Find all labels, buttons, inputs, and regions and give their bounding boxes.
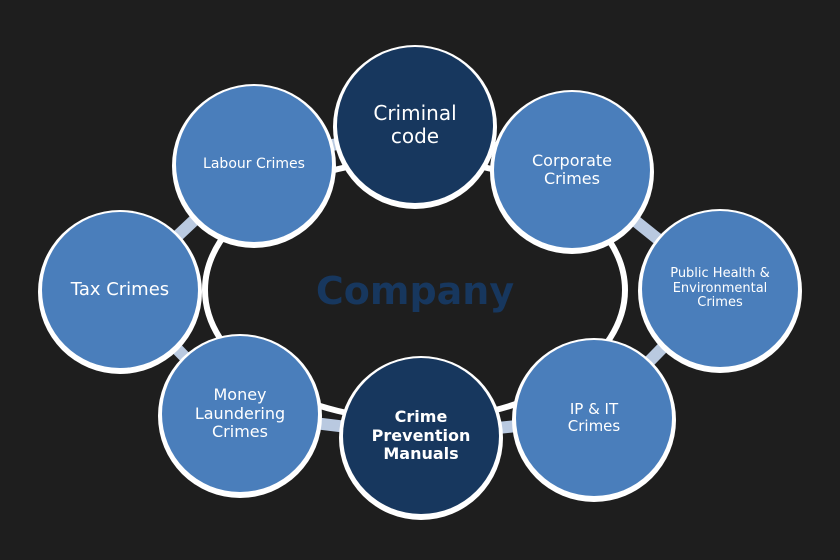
- node-circle-money-laundering: [162, 336, 318, 492]
- node-label-tax-crimes: Tax Crimes: [70, 278, 170, 300]
- node-label-corporate-crimes: Corporate Crimes: [532, 150, 612, 188]
- node-circle-public-health: [642, 211, 798, 367]
- node-label-crime-prevention-manuals: Crime Prevention Manuals: [371, 407, 471, 464]
- center-label: Company: [315, 269, 515, 313]
- node-label-public-health: Public Health & Environmental Crimes: [670, 265, 770, 311]
- node-label-ip-it-crimes: IP & IT Crimes: [567, 399, 621, 435]
- node-label-labour-crimes: Labour Crimes: [203, 155, 305, 172]
- node-circle-crime-prevention-manuals: [343, 358, 499, 514]
- node-label-criminal-code: Criminal code: [373, 101, 457, 148]
- node-circle-ip-it-crimes: [516, 340, 672, 496]
- node-label-money-laundering: Money Laundering Crimes: [194, 385, 286, 442]
- node-circle-tax-crimes: [42, 212, 198, 368]
- node-circle-labour-crimes: [176, 86, 332, 242]
- node-circle-corporate-crimes: [494, 92, 650, 248]
- node-circle-criminal-code: [337, 47, 493, 203]
